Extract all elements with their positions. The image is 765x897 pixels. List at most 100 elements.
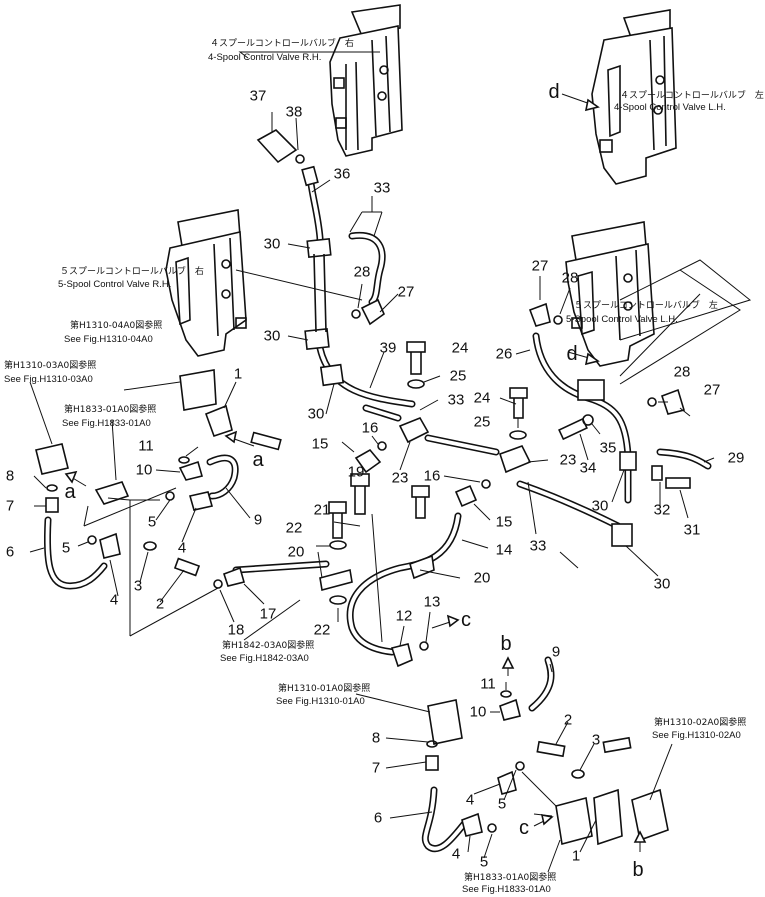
callout-3: 3: [134, 578, 142, 595]
ref-h1310-02-en: See Fig.H1310-02A0: [652, 730, 741, 741]
callout-30: 30: [592, 498, 609, 515]
callout-1: 1: [234, 366, 242, 383]
valve-5-spool-rh: [165, 209, 247, 357]
label-5spool-rh-jp: ５スプールコントロールバルブ 右: [60, 265, 204, 277]
label-5spool-rh-en: 5-Spool Control Valve R.H.: [58, 279, 171, 290]
callout-33: 33: [448, 392, 465, 409]
callout-2: 2: [156, 596, 164, 613]
part-27b-elbow: [528, 302, 551, 327]
ref-h1842-jp: 第H1842-03A0図参照: [222, 639, 314, 651]
part-20b-clamp: [409, 554, 435, 580]
callout-16: 16: [424, 468, 441, 485]
callout-27: 27: [532, 258, 549, 275]
ref-h1310-01-en: See Fig.H1310-01A0: [276, 696, 365, 707]
part-3b-washer: [143, 541, 157, 551]
hose-9b: [528, 656, 555, 712]
part-24b-bolt: [513, 395, 524, 419]
ref-h1310-03-jp: 第H1310-03A0図参照: [4, 359, 96, 371]
callout-29: 29: [728, 450, 745, 467]
part-19b-bolt: [415, 495, 426, 519]
callout-5: 5: [148, 514, 156, 531]
view-letter-d: d: [566, 343, 577, 365]
hose-39: [316, 344, 416, 408]
part-24b-head: [509, 387, 528, 399]
part-4c-elbow: [497, 770, 517, 795]
part-3c-washer: [571, 769, 585, 779]
label-4spool-rh-en: 4-Spool Control Valve R.H.: [208, 52, 321, 63]
part-10b-block: [427, 699, 463, 745]
callout-8: 8: [6, 468, 14, 485]
part-5a-oring: [165, 491, 175, 501]
callout-numbers: 37 38 36 33 30 28 27 30 39 24 25 33 24 2…: [6, 88, 745, 871]
hose-29: [656, 448, 712, 470]
callout-6: 6: [374, 810, 382, 827]
part-5d-oring: [487, 823, 497, 833]
ref-h1310-01-jp: 第H1310-01A0図参照: [278, 682, 370, 694]
ref-h1833-top-jp: 第H1833-01A0図参照: [64, 403, 156, 415]
view-letter-b: b: [500, 633, 511, 655]
leader-lines: [29, 51, 752, 873]
callout-10: 10: [136, 462, 153, 479]
callout-5: 5: [498, 796, 506, 813]
callout-2: 2: [564, 712, 572, 729]
valve-5-spool-lh: [565, 221, 655, 367]
part-1a-plate: [179, 369, 217, 411]
valve-4-spool-lh: [591, 9, 677, 185]
label-4spool-lh-jp: ４スプールコントロールバルブ 左: [620, 89, 764, 101]
callout-24: 24: [474, 390, 491, 407]
callout-1: 1: [572, 848, 580, 865]
part-11b-oring: [500, 690, 512, 698]
callout-22: 22: [286, 520, 303, 537]
part-27a-elbow: [360, 298, 385, 326]
callout-20: 20: [288, 544, 305, 561]
callout-30: 30: [654, 576, 671, 593]
callout-26: 26: [496, 346, 513, 363]
ref-h1833-top-en: See Fig.H1833-01A0: [62, 418, 151, 429]
callout-20: 20: [474, 570, 491, 587]
view-letter-b: b: [632, 859, 643, 881]
view-letter-c: c: [519, 817, 529, 839]
callout-23: 23: [560, 452, 577, 469]
part-18a-oring: [213, 579, 223, 589]
part-7b-nipple: [425, 755, 439, 771]
fittings: [35, 129, 691, 846]
callout-6: 6: [6, 544, 14, 561]
callout-9: 9: [254, 512, 262, 529]
callout-24: 24: [452, 340, 469, 357]
callout-4: 4: [110, 592, 118, 609]
hose-6a: [43, 516, 108, 590]
callout-7: 7: [6, 498, 14, 515]
view-letter-d: d: [548, 81, 559, 103]
callout-11: 11: [138, 438, 154, 455]
callout-17: 17: [260, 606, 277, 623]
part-31-bolt: [665, 477, 691, 489]
callout-38: 38: [286, 104, 303, 121]
part-22a-washer: [329, 540, 347, 550]
part-25b-washer: [509, 430, 527, 440]
clamp-30a: [306, 238, 332, 258]
callout-8: 8: [372, 730, 380, 747]
callout-28: 28: [562, 270, 579, 287]
callout-7: 7: [372, 760, 380, 777]
part-16b-oring: [481, 479, 491, 489]
part-28c-oring: [647, 397, 657, 407]
part-13a-oring: [419, 641, 429, 651]
callout-25: 25: [450, 368, 467, 385]
callout-16: 16: [362, 420, 379, 437]
hose-center: [362, 404, 500, 456]
part-10a-elbow: [178, 460, 203, 481]
ref-h1310-02-jp: 第H1310-02A0図参照: [654, 716, 746, 728]
callout-4: 4: [466, 792, 474, 809]
label-4spool-rh-jp: ４スプールコントロールバルブ 右: [210, 37, 354, 49]
clamp-30f: [611, 523, 633, 547]
part-7a-nipple: [45, 497, 59, 513]
valve-labels: ４スプールコントロールバルブ 右 4-Spool Control Valve R…: [58, 37, 764, 325]
ref-h1310-04-en: See Fig.H1310-04A0: [64, 334, 153, 345]
callout-15: 15: [312, 436, 329, 453]
part-35-washer: [582, 414, 594, 426]
reference-notes: 第H1310-04A0図参照 See Fig.H1310-04A0 第H1310…: [4, 319, 746, 895]
callout-19: 19: [348, 464, 365, 481]
label-5spool-lh-en: 5-Spool Control Valve L.H.: [566, 314, 678, 325]
callout-28: 28: [354, 264, 371, 281]
clamp-30e: [619, 451, 637, 471]
